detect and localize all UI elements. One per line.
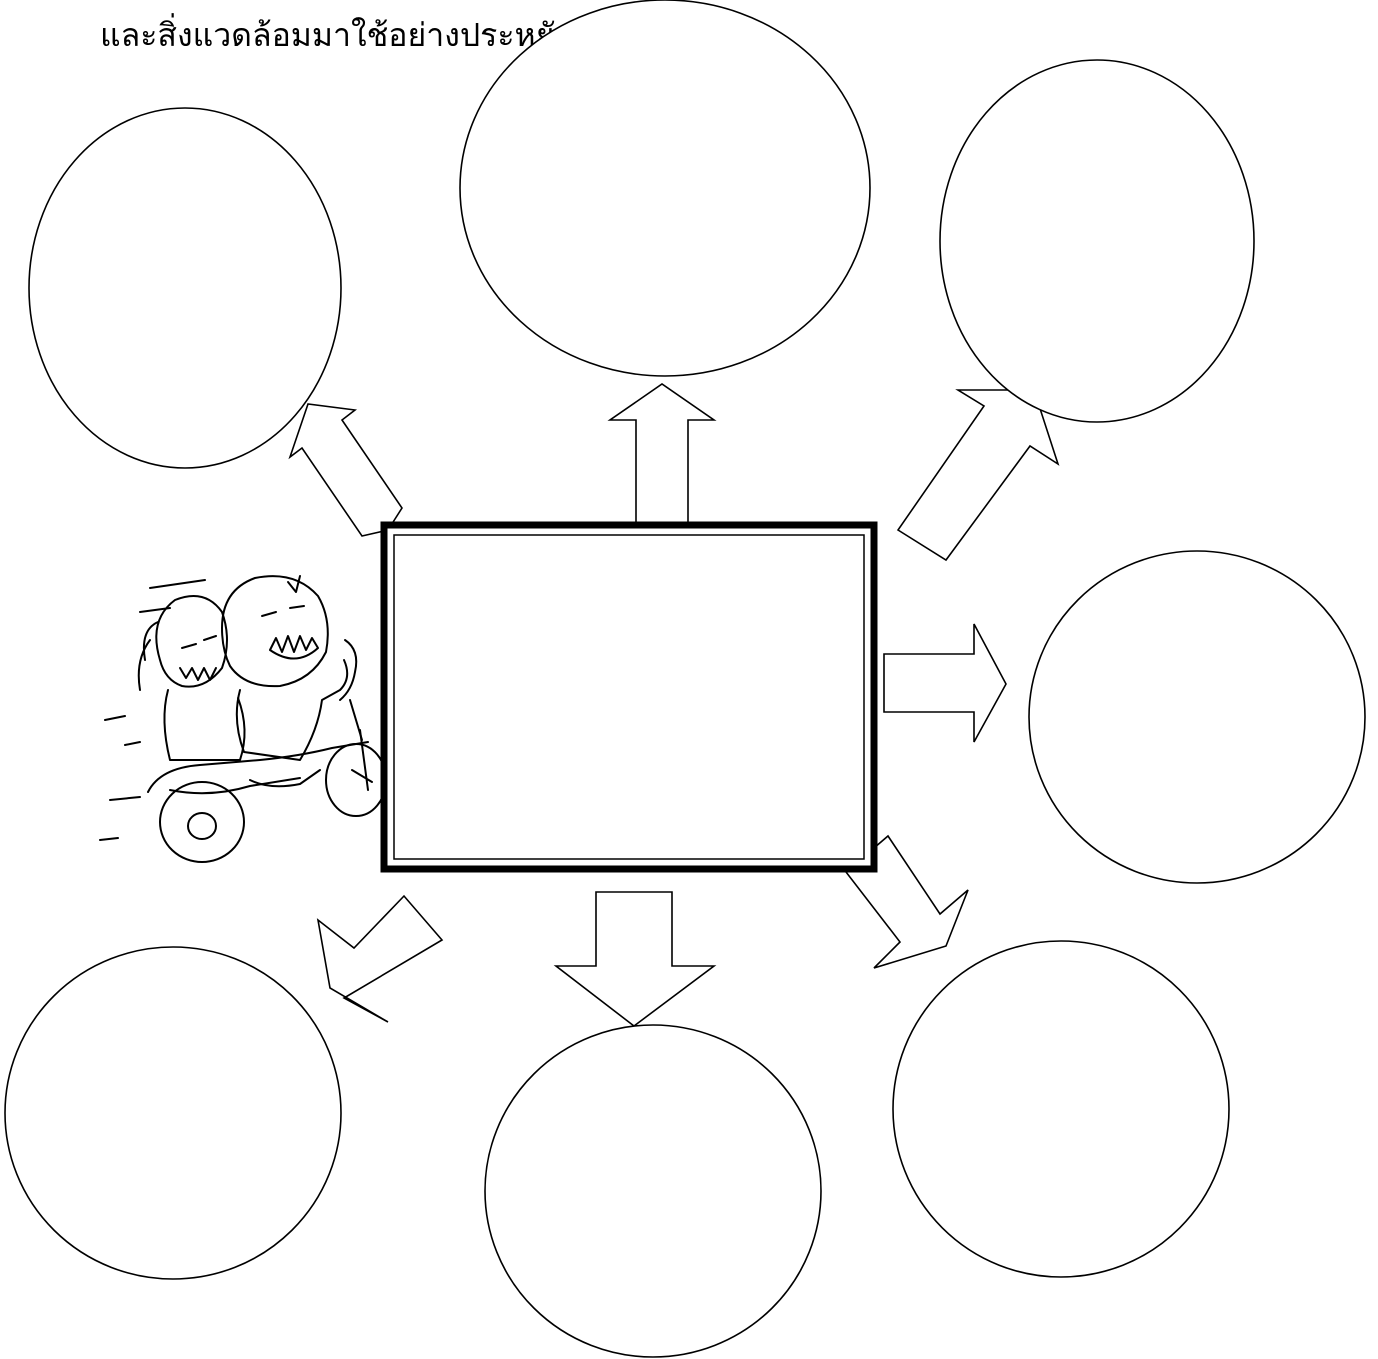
arrow-to-bottom-left	[318, 896, 442, 1022]
bubble-bottom[interactable]	[485, 1025, 821, 1357]
motorcycle-riders-drawing-icon	[100, 576, 386, 862]
bubble-top-right[interactable]	[940, 60, 1254, 422]
arrow-to-bottom	[556, 892, 714, 1026]
bubble-top-left[interactable]	[29, 108, 341, 468]
bubble-bottom-right[interactable]	[893, 941, 1229, 1277]
arrow-to-top-right	[898, 390, 1058, 560]
bubble-top[interactable]	[460, 0, 870, 376]
arrow-to-top-left	[290, 404, 402, 536]
arrow-to-top	[610, 384, 714, 530]
arrow-to-right	[884, 624, 1006, 742]
central-box	[384, 525, 874, 869]
bubble-bottom-left[interactable]	[5, 947, 341, 1279]
bubble-right[interactable]	[1029, 551, 1365, 883]
